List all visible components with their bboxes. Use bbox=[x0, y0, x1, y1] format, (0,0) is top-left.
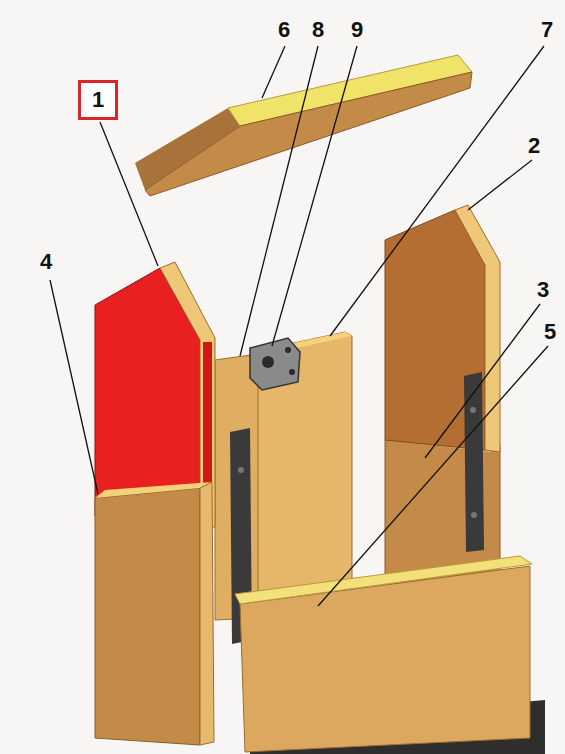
bracket-hole bbox=[471, 512, 477, 518]
leader-line bbox=[272, 46, 357, 346]
leader-line bbox=[330, 46, 544, 336]
leader-line bbox=[240, 46, 318, 356]
callout-number: 5 bbox=[544, 321, 556, 343]
callout-number: 8 bbox=[312, 19, 324, 41]
plate-hole bbox=[285, 347, 291, 353]
leader-line bbox=[50, 280, 98, 494]
leader-line bbox=[318, 346, 548, 606]
bracket-hole bbox=[238, 467, 244, 473]
plate-hole bbox=[289, 369, 295, 375]
highlight-box: 1 bbox=[78, 80, 118, 120]
callout-number: 7 bbox=[541, 19, 553, 41]
leader-lines bbox=[50, 46, 548, 606]
front-panel-side bbox=[200, 482, 214, 745]
callout-number: 2 bbox=[528, 135, 540, 157]
callout-number: 1 bbox=[92, 89, 104, 111]
leader-line bbox=[425, 304, 540, 458]
plate-hole bbox=[262, 356, 274, 368]
front-panel bbox=[95, 488, 200, 745]
callout-number: 6 bbox=[278, 19, 290, 41]
callout-number: 9 bbox=[351, 19, 363, 41]
top-plate-face bbox=[145, 72, 472, 196]
bracket-hole bbox=[470, 407, 476, 413]
callout-number: 4 bbox=[40, 251, 52, 273]
front-panel-edge bbox=[235, 556, 532, 604]
front-panel-edge bbox=[95, 482, 212, 498]
leader-line bbox=[262, 46, 285, 98]
metal-plate bbox=[250, 338, 300, 390]
leader-line bbox=[100, 122, 158, 266]
leader-line bbox=[468, 160, 532, 210]
callout-number: 3 bbox=[537, 279, 549, 301]
bracket bbox=[464, 372, 484, 552]
